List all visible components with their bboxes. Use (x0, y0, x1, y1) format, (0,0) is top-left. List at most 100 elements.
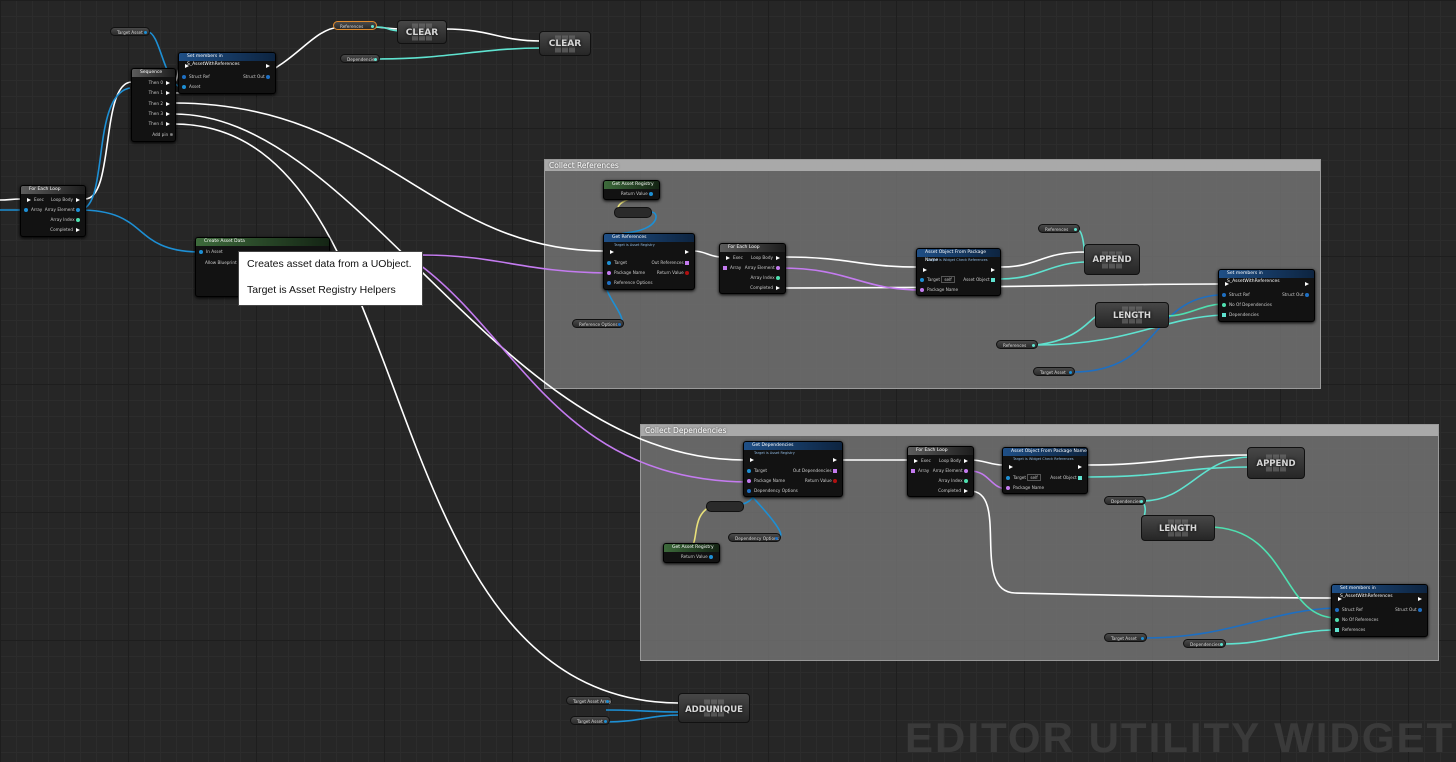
references-variable[interactable]: References (1038, 224, 1080, 233)
dependencies-variable[interactable]: Dependencies (1183, 639, 1226, 648)
references-pin[interactable]: References (1335, 627, 1365, 632)
comment-title[interactable]: Collect Dependencies (641, 425, 1438, 436)
target-asset-variable[interactable]: Target Asset (1104, 633, 1147, 642)
for-each-loop-node[interactable]: For Each Loop Exec Array Loop Body Array… (20, 185, 86, 237)
exec-out-pin[interactable] (1302, 281, 1312, 286)
dependency-options-pin[interactable]: Dependency Options (747, 488, 798, 493)
struct-ref-pin[interactable]: Struct Ref (1335, 607, 1363, 612)
array-index-pin[interactable]: Array Index (51, 217, 83, 222)
pin-dot[interactable] (1140, 636, 1144, 640)
package-name-pin[interactable]: Package Name (920, 287, 958, 292)
target-pin[interactable]: Target (747, 468, 767, 473)
out-references-pin[interactable]: Out References (651, 260, 692, 265)
exec-in-pin[interactable] (607, 249, 617, 254)
get-asset-registry-node[interactable]: Get Asset Registry Return Value (663, 543, 720, 563)
pin-dot[interactable] (373, 57, 377, 61)
exec-pin[interactable]: Exec (911, 458, 931, 463)
pin-dot[interactable] (1073, 227, 1077, 231)
pin-dot[interactable] (1031, 343, 1035, 347)
exec-out-pin[interactable] (1415, 596, 1425, 601)
exec-in-pin[interactable] (747, 457, 757, 462)
pin-dot[interactable] (605, 699, 609, 703)
pin-dot[interactable] (603, 719, 607, 723)
comment-title[interactable]: Collect References (545, 160, 1320, 171)
sequence-node[interactable]: Sequence Then 0 Then 1 Then 2 Then 3 The… (131, 68, 176, 142)
exec-in-pin[interactable] (1222, 281, 1232, 286)
self-field[interactable]: self (1027, 474, 1041, 481)
set-members-node[interactable]: Set members in S_AssetWithReferences Str… (1331, 584, 1428, 637)
then-4-pin[interactable]: Then 4 (149, 121, 173, 126)
allow-blueprint-pin[interactable]: Allow Blueprint C... (205, 260, 245, 265)
self-field[interactable]: self (941, 276, 955, 283)
struct-ref-pin[interactable]: Struct Ref (1222, 292, 1250, 297)
exec-out-pin[interactable] (682, 249, 692, 254)
exec-out-pin[interactable] (263, 63, 273, 68)
return-value-pin[interactable]: Return Value (681, 554, 716, 559)
pin-dot[interactable] (1068, 370, 1072, 374)
addunique-node[interactable]: ADDUNIQUE (678, 693, 750, 723)
exec-out-pin[interactable] (988, 267, 998, 272)
then-2-pin[interactable]: Then 2 (149, 101, 173, 106)
array-pin[interactable]: Array (911, 468, 929, 473)
array-element-pin[interactable]: Array Element (745, 265, 783, 270)
package-name-pin[interactable]: Package Name (747, 478, 785, 483)
reference-options-variable[interactable]: Reference Options (572, 319, 624, 328)
clear-node[interactable]: CLEAR (539, 31, 591, 56)
conversion-node[interactable] (706, 501, 744, 512)
set-members-node[interactable]: Set members in S_AssetWithReferences Str… (178, 52, 276, 94)
no-of-references-pin[interactable]: No Of References (1335, 617, 1378, 622)
no-of-dependencies-pin[interactable]: No Of Dependencies (1222, 302, 1272, 307)
array-index-pin[interactable]: Array Index (751, 275, 783, 280)
array-element-pin[interactable]: Array Element (933, 468, 971, 473)
dependencies-variable[interactable]: Dependencies (340, 54, 380, 63)
exec-pin[interactable]: Exec (723, 255, 743, 260)
set-members-node[interactable]: Set members in S_AssetWithReferences Str… (1218, 269, 1315, 322)
pin-dot[interactable] (774, 536, 778, 540)
return-value-pin[interactable]: Return Value (621, 191, 656, 196)
pin-dot[interactable] (1139, 499, 1143, 503)
loop-body-pin[interactable]: Loop Body (751, 255, 783, 260)
array-pin[interactable]: Array (723, 265, 741, 270)
exec-in-pin[interactable] (1335, 596, 1345, 601)
dependencies-pin[interactable]: Dependencies (1222, 312, 1259, 317)
then-3-pin[interactable]: Then 3 (149, 111, 173, 116)
target-pin[interactable]: Target self (920, 276, 955, 283)
asset-object-pin[interactable]: Asset Object (963, 277, 998, 282)
add-pin-button[interactable]: Add pin ⊕ (152, 132, 173, 137)
dependencies-variable[interactable]: Dependencies (1104, 496, 1146, 505)
references-variable[interactable]: References (333, 21, 377, 30)
asset-object-pin[interactable]: Asset Object (1050, 475, 1085, 480)
exec-in-pin[interactable] (1006, 464, 1016, 469)
asset-pin[interactable]: Asset (182, 84, 200, 89)
length-node[interactable]: LENGTH (1141, 515, 1215, 541)
struct-out-pin[interactable]: Struct Out (243, 74, 273, 79)
target-pin[interactable]: Target (607, 260, 627, 265)
for-each-loop-node[interactable]: For Each Loop Exec Array Loop Body Array… (907, 446, 974, 497)
in-asset-pin[interactable]: In Asset (199, 249, 223, 254)
completed-pin[interactable]: Completed (50, 227, 83, 232)
for-each-loop-node[interactable]: For Each Loop Exec Array Loop Body Array… (719, 243, 786, 294)
then-0-pin[interactable]: Then 0 (149, 80, 173, 85)
conversion-node[interactable] (614, 207, 652, 218)
pin-dot[interactable] (143, 30, 147, 34)
completed-pin[interactable]: Completed (938, 488, 971, 493)
clear-node[interactable]: CLEAR (397, 20, 447, 44)
reference-options-pin[interactable]: Reference Options (607, 280, 653, 285)
struct-out-pin[interactable]: Struct Out (1282, 292, 1312, 297)
package-name-pin[interactable]: Package Name (1006, 485, 1044, 490)
target-asset-array-variable[interactable]: Target Asset Array (566, 696, 612, 705)
return-value-pin[interactable]: Return Value (805, 478, 840, 483)
exec-in-pin[interactable] (182, 63, 192, 68)
struct-ref-pin[interactable]: Struct Ref (182, 74, 210, 79)
target-pin[interactable]: Target self (1006, 474, 1041, 481)
loop-body-pin[interactable]: Loop Body (51, 197, 83, 202)
struct-out-pin[interactable]: Struct Out (1395, 607, 1425, 612)
loop-body-pin[interactable]: Loop Body (939, 458, 971, 463)
array-pin[interactable]: Array (24, 207, 42, 212)
exec-pin[interactable]: Exec (24, 197, 44, 202)
array-element-pin[interactable]: Array Element (45, 207, 83, 212)
append-node[interactable]: APPEND (1247, 447, 1305, 479)
pin-dot[interactable] (1219, 642, 1223, 646)
array-index-pin[interactable]: Array Index (939, 478, 971, 483)
